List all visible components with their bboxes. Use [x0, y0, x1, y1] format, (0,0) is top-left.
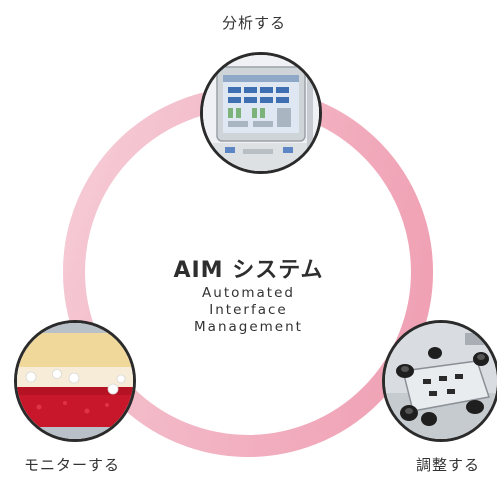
- subtitle-line-2: Interface: [209, 302, 288, 318]
- subtitle-line-3: Management: [194, 319, 303, 335]
- node-label-analyze: 分析する: [222, 14, 287, 32]
- node-label-monitor: モニターする: [24, 456, 121, 474]
- system-title: AIM システム: [173, 258, 324, 283]
- subtitle-line-1: Automated: [202, 285, 295, 301]
- analyzer-touchscreen-photo: [200, 52, 322, 174]
- sample-interface-closeup-photo: [14, 320, 136, 442]
- robotic-adjuster-photo: [382, 320, 497, 442]
- node-label-adjust: 調整する: [416, 456, 481, 474]
